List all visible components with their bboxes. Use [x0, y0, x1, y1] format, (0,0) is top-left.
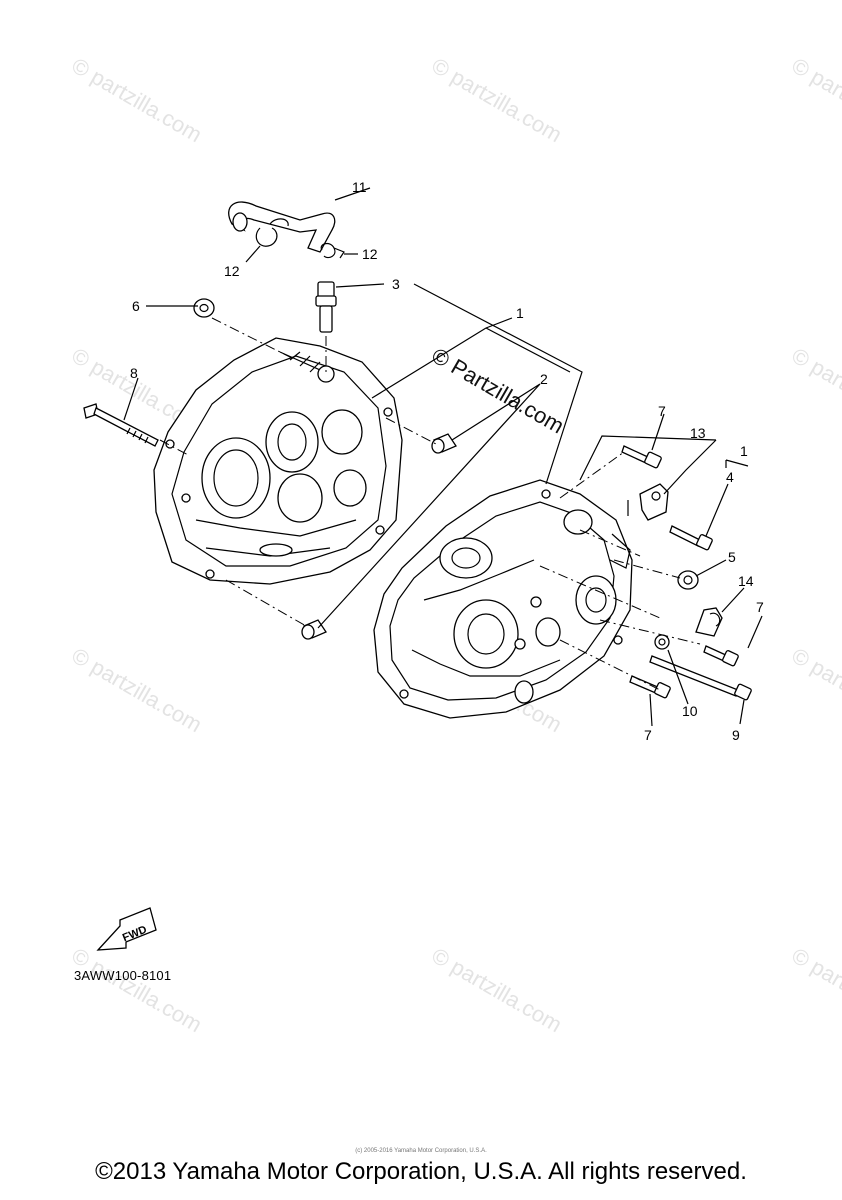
diagram-code: 3AWW100-8101 [74, 968, 172, 983]
washer [677, 570, 699, 590]
breather-hose [228, 201, 336, 253]
callout-5: 5 [728, 549, 736, 565]
callout-6: 6 [132, 298, 140, 314]
watermark: © partzilla.com [68, 53, 207, 148]
washer [654, 634, 670, 650]
leader-lines [123, 187, 763, 727]
watermark: © partzilla.com [68, 943, 207, 1038]
watermark: © partzilla.com [428, 943, 567, 1038]
callout-14: 14 [738, 573, 754, 589]
callout-8: 8 [130, 365, 138, 381]
watermark: © partzilla.com [428, 53, 567, 148]
bracket [639, 483, 669, 521]
bolt [621, 445, 662, 469]
watermark: © partzilla.com [68, 643, 207, 738]
callout-13: 13 [690, 425, 706, 441]
watermark: © partzilla.com [788, 643, 842, 738]
alignment-lines [159, 317, 701, 691]
fine-print: (c) 2005-2016 Yamaha Motor Corporation, … [355, 1148, 487, 1154]
crankcase-right [373, 479, 633, 719]
callout-12: 12 [224, 263, 240, 279]
callout-7: 7 [644, 727, 652, 743]
callout-10: 10 [682, 703, 698, 719]
bolt [629, 675, 671, 699]
dowel-pin [431, 433, 457, 454]
washer [193, 298, 215, 318]
clamp [695, 607, 723, 637]
callout-1: 1 [516, 305, 524, 321]
watermark: © partzilla.com [788, 343, 842, 438]
fwd-arrow-icon: FWD [96, 907, 157, 951]
callout-2: 2 [540, 371, 548, 387]
center-watermark: © Partzilla.com [428, 343, 569, 439]
copyright-notice: ©2013 Yamaha Motor Corporation, U.S.A. A… [95, 1158, 747, 1185]
callout-12: 12 [362, 246, 378, 262]
callout-11: 11 [352, 179, 367, 195]
callout-3: 3 [392, 276, 400, 292]
watermark: © partzilla.com [788, 943, 842, 1038]
callout-7: 7 [756, 599, 764, 615]
bolt [649, 655, 752, 701]
watermark: © partzilla.com [788, 53, 842, 148]
callout-9: 9 [732, 727, 740, 743]
bolt [703, 645, 739, 667]
crankcase-bolt [83, 403, 159, 447]
hose-clip [255, 218, 345, 259]
callout-7: 7 [658, 403, 666, 419]
breather-fitting [315, 281, 337, 333]
callout-4: 4 [726, 469, 734, 485]
callout-1: 1 [740, 443, 748, 459]
bolt [669, 525, 713, 551]
crankcase-left [153, 337, 403, 585]
callouts: 11 12 12 3 1 6 8 2 7 13 1 4 5 14 7 10 9 … [130, 179, 764, 743]
